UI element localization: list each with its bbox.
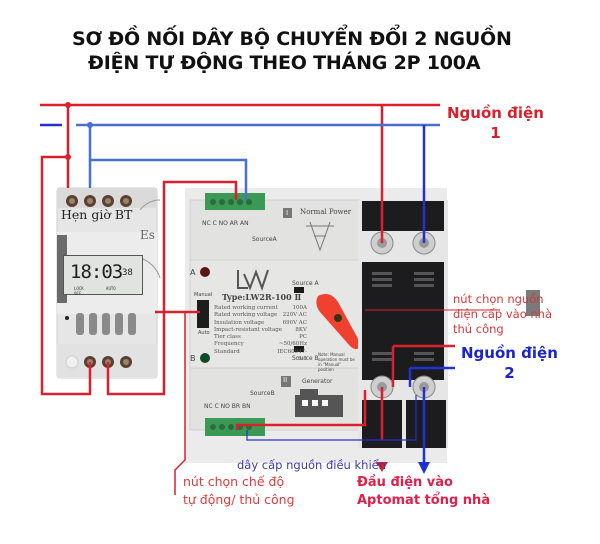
ats-spec-values: 100A 220V AC 690V AC 8KV PC ~50/60Hz IEC… xyxy=(275,305,307,363)
ats-source-a-label: SourceA xyxy=(252,236,277,243)
wires-live xyxy=(40,103,500,495)
spec-value: 100A xyxy=(292,305,307,311)
mode-select-annotation: nút chọn chế độ tự động/ thủ công xyxy=(183,473,295,509)
timer-top-terminals xyxy=(66,195,132,207)
power-pylon-icon xyxy=(306,221,334,252)
breaker-block xyxy=(358,200,448,448)
timer-time: 18:03 xyxy=(70,261,123,283)
timer-brand: Es xyxy=(140,228,155,242)
spec-value: 220V AC xyxy=(282,312,307,319)
spec-key: Standard xyxy=(214,348,240,355)
ats-top-terminal-labels: NC C NO AR AN xyxy=(202,220,249,227)
ats-normal-power-label: Normal Power xyxy=(300,208,352,216)
mode-switch-auto-label: Auto xyxy=(198,330,210,336)
source-1-label: Nguồn điện 1 xyxy=(447,103,544,143)
spec-value: 690V AC xyxy=(282,319,307,326)
ats-spec-keys: Rated working current Rated working volt… xyxy=(214,305,282,356)
lever-source-b-label: Source B xyxy=(292,355,319,362)
indicator-b-label: B xyxy=(190,354,196,363)
ats-source-b-label: SourceB xyxy=(250,390,275,397)
spec-key: Insulation voltage xyxy=(214,319,265,326)
spec-key: Impact-resistant voltage xyxy=(214,326,283,333)
spec-value: ~50/60Hz xyxy=(278,341,307,348)
brand-logo-icon xyxy=(237,269,269,291)
diagram-title-line1: SƠ ĐỒ NỐI DÂY BỘ CHUYỂN ĐỔI 2 NGUỒN xyxy=(72,28,512,50)
diagram-title-line2: ĐIỆN TỰ ĐỘNG THEO THÁNG 2P 100A xyxy=(88,52,481,74)
annotation-line: Đầu điện vào xyxy=(357,475,453,490)
annotation-line: tự động/ thủ công xyxy=(183,492,295,507)
indicator-a-label: A xyxy=(190,268,196,277)
spec-key: Rated working voltage xyxy=(214,312,278,319)
ats-type-label: Type:LW2R-100 Ⅱ xyxy=(222,292,302,302)
source-1-title: Nguồn điện xyxy=(447,104,544,122)
annotation-line: điện cấp vào nhà xyxy=(453,307,553,321)
ats-roman-one: I xyxy=(286,209,289,217)
spec-value: 8KV xyxy=(295,326,307,333)
source-2-label: Nguồn điện 2 xyxy=(461,343,558,383)
source-2-title: Nguồn điện xyxy=(461,344,558,362)
manual-select-annotation: nút chọn nguồn điện cấp vào nhà thủ công xyxy=(453,292,552,337)
ats-generator-label: Generator xyxy=(302,378,333,385)
timer-seconds: 38 xyxy=(122,268,133,278)
source-2-number: 2 xyxy=(504,364,515,382)
lever-source-a-label: Source A xyxy=(292,280,319,287)
ats-bottom-terminal-labels: NC C NO BR BN xyxy=(204,403,251,410)
annotation-line: nút chọn chế độ xyxy=(183,474,285,489)
annotation-line: nút chọn nguồn xyxy=(453,292,544,306)
annotation-line: thủ công xyxy=(453,322,504,336)
spec-value: PC xyxy=(299,334,307,341)
control-cable-annotation: dây cấp nguồn điều khiển xyxy=(237,458,387,472)
arrow-down-live-icon xyxy=(376,462,388,472)
spec-key: Rated working current xyxy=(214,305,278,311)
spec-key: Frequency xyxy=(214,341,244,348)
timer-lcd-display: 18:03 38 LOCK AUTO OFF xyxy=(63,255,143,296)
source-1-number: 1 xyxy=(490,124,501,142)
timer-buttons xyxy=(65,313,136,335)
side-block xyxy=(526,290,540,316)
timer-status-tags: LOCK AUTO OFF xyxy=(74,286,116,296)
mode-switch-manual-label: Manual xyxy=(194,292,213,298)
ats-note: Note: Manual operation must be in "Manua… xyxy=(318,352,355,372)
spec-key: Tier class xyxy=(214,334,241,341)
arrow-down-neutral-icon xyxy=(418,462,430,474)
output-annotation: Đầu điện vào Aptomat tổng nhà xyxy=(357,474,490,510)
timer-label: Hẹn giờ BT xyxy=(61,207,133,222)
annotation-line: Aptomat tổng nhà xyxy=(357,493,491,508)
ats-roman-two: II xyxy=(283,376,288,384)
spec-value: IEC60947-6-1 xyxy=(277,348,307,363)
wires-neutral xyxy=(40,123,455,462)
selector-lever[interactable] xyxy=(316,294,362,349)
